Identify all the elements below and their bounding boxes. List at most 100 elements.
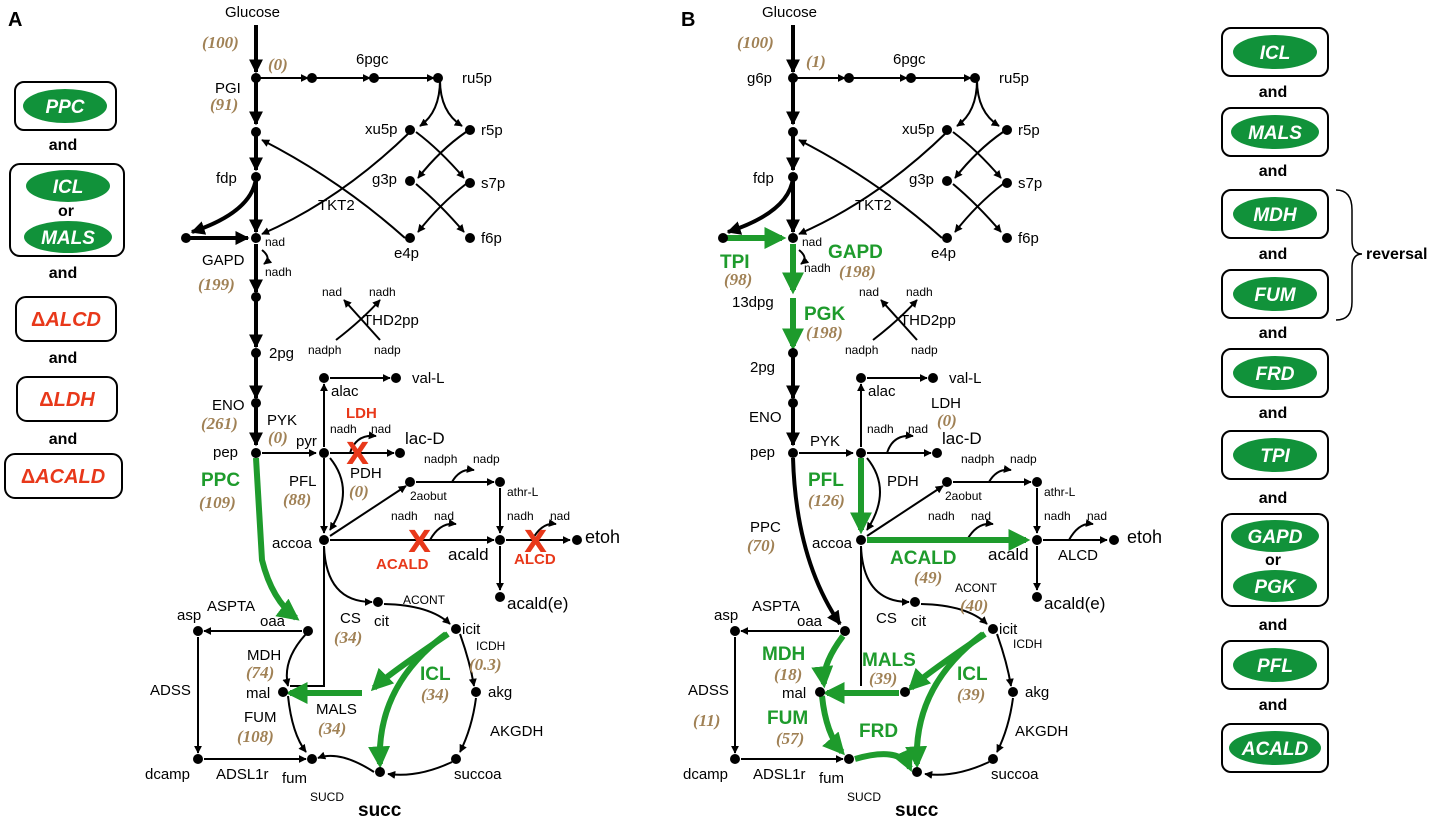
metabolite-etoh: etoh [585,527,620,547]
metabolite-acald-e: acald(e) [1044,594,1105,613]
strategy-b-connector-or: or [1265,552,1281,569]
pathway-a-fluxes: (100) (0) (91) (199) (261) (0) (88) (0) … [198,33,502,746]
strategy-a-mals-ellipse [24,221,112,253]
flux-a-icdh: (0.3) [469,655,502,674]
flux-a-pdh: (0) [349,482,369,501]
strategy-b-mals: MALS [1248,123,1302,144]
metabolite-6pgc: 6pgc [893,51,926,68]
cofactor-nad: nad [265,235,285,249]
metabolite-icit: icit [999,621,1018,638]
metabolite-akg: akg [488,684,512,701]
flux-b-fum: (57) [776,729,804,748]
reaction-mals-engineered: MALS [862,650,916,671]
strategy-a-alcd-box [15,296,117,342]
strategy-b-tpi-ellipse [1233,438,1317,472]
flux-b-adss: (11) [693,711,720,730]
flux-a-mdh: (74) [246,663,274,682]
reaction-ldh-knockout: LDH [346,405,377,422]
strategy-a-connector-or: or [58,203,74,220]
pathway-a-reactions: PGI TKT2 GAPD THD2pp ENO PYK LDH PFL PDH… [150,80,556,804]
reaction-aspta: ASPTA [752,598,800,615]
flux-a-cs: (34) [334,628,362,647]
strategy-b-gapd-ellipse [1231,520,1319,552]
panel-a-label: A [8,9,22,31]
metabolite-pep: pep [213,444,238,461]
reaction-acald-knockout: ACALD [376,556,429,573]
flux-a-fum: (108) [237,727,274,746]
metabolite-s7p: s7p [1018,175,1042,192]
reaction-frd-engineered: FRD [859,721,898,742]
reaction-adss: ADSS [150,682,191,699]
reaction-alcd: ALCD [1058,547,1098,564]
strategy-b-acald: ACALD [1241,739,1309,760]
metabolite-succoa: succoa [454,766,502,783]
strategy-a-acald-deletion: ΔACALD [21,466,105,488]
flux-a-pgi: (91) [210,95,238,114]
reaction-pfl-engineered: PFL [808,470,844,491]
reaction-gapd: GAPD [202,252,245,269]
strategy-b-connector-3: and [1259,246,1287,263]
reaction-thd2pp: THD2pp [900,312,956,329]
reaction-cs: CS [340,610,361,627]
reaction-gapd-engineered: GAPD [828,242,883,263]
reaction-fum: FUM [244,709,277,726]
cofactor-nad: nad [1087,509,1107,523]
strategy-b-mals-ellipse [1231,115,1319,149]
metabolite-2pg: 2pg [750,359,775,376]
reaction-aspta: ASPTA [207,598,255,615]
strategy-a-ppc-ellipse [23,89,107,123]
metabolite-xu5p: xu5p [902,121,935,138]
pathway-b-engineered [723,227,1031,773]
strategy-b-connector-7: and [1259,617,1287,634]
flux-b-gapd: (198) [839,262,876,281]
pathway-a-metabolites: Glucose 6pgc ru5p xu5p r5p g3p s7p e4p f… [145,4,620,820]
reaction-akgdh: AKGDH [490,723,543,740]
knockout-ldh-mark: X [346,437,369,472]
strategy-b-frd: FRD [1255,364,1294,385]
reaction-thd2pp: THD2pp [363,312,419,329]
flux-b-ldh: (0) [937,411,957,430]
panel-a: A PPC and ICL or MALS and ΔALCD and ΔLDH… [4,4,620,820]
reaction-pdh: PDH [350,465,382,482]
cofactor-nadh: nadh [804,261,831,275]
metabolite-cit: cit [374,613,390,630]
metabolite-val: val-L [412,370,445,387]
reaction-fum-engineered: FUM [767,708,808,729]
reaction-adsl: ADSL1r [216,766,269,783]
strategy-b-connector-4: and [1259,325,1287,342]
reaction-ldh: LDH [931,395,961,412]
reaction-mdh: MDH [247,647,281,664]
pathway-a-edges [186,25,571,779]
cofactor-nadph: nadph [961,452,994,466]
reaction-acald-engineered: ACALD [890,548,957,569]
cofactor-nadh: nadh [1044,509,1071,523]
strategy-b-gapd: GAPD [1248,527,1303,548]
metabolite-cit: cit [911,613,927,630]
reaction-tkt2: TKT2 [318,197,355,214]
reaction-sucd: SUCD [847,790,881,804]
reaction-akgdh: AKGDH [1015,723,1068,740]
cofactor-nadh: nadh [867,422,894,436]
metabolite-e4p: e4p [931,245,956,262]
metabolite-13dpg: 13dpg [732,294,774,311]
strategy-b-pgk: PGK [1254,577,1296,598]
strategy-b-tpi: TPI [1260,446,1290,467]
reaction-acont: ACONT [403,593,446,607]
metabolite-2aobut: 2aobut [410,489,447,503]
flux-b-tpi: (98) [724,270,752,289]
metabolite-g6p: g6p [747,70,772,87]
metabolite-akg: akg [1025,684,1049,701]
flux-b-pfl: (126) [808,491,845,510]
metabolite-dcamp: dcamp [145,766,190,783]
metabolite-succ: succ [895,800,939,820]
metabolite-mal: mal [782,685,806,702]
pathway-b-fluxes: (100) (1) (98) (198) (198) (0) (126) (70… [693,33,988,748]
strategy-b-connector-2: and [1259,163,1287,180]
strategy-b-mdh: MDH [1253,205,1298,226]
metabolite-acald-e: acald(e) [507,594,568,613]
metabolite-glucose: Glucose [225,4,280,21]
metabolite-oaa: oaa [797,613,823,630]
reaction-icl-engineered: ICL [420,664,451,685]
strategy-a-mals: MALS [41,228,95,249]
strategy-b-fum-ellipse [1233,277,1317,311]
